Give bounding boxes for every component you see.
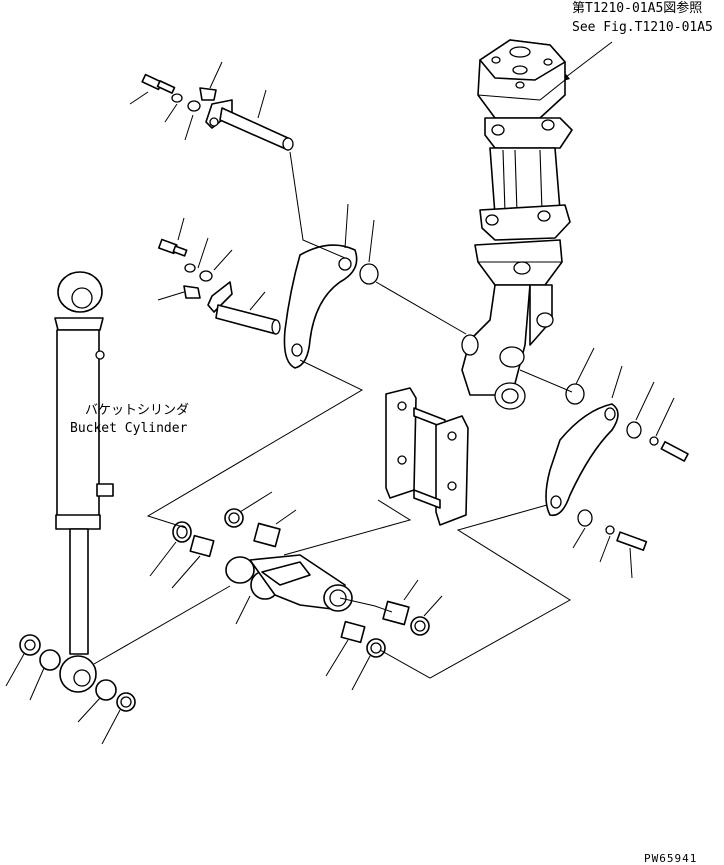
valve-assembly (461, 39, 573, 410)
pin-group-middle (157, 217, 281, 335)
reference-jp: 第T1210-01A5図参照 (572, 0, 702, 16)
mounting-bracket (385, 387, 469, 526)
cylinder-label-jp: バケットシリンダ (85, 403, 189, 418)
cylinder-label-en: Bucket Cylinder (70, 421, 188, 436)
bushings (149, 491, 443, 691)
assembly-lines (93, 151, 573, 679)
link-arm-right (545, 347, 689, 579)
reference-arrow (560, 41, 613, 82)
bellcrank-lever (225, 554, 353, 625)
bucket-cylinder: バケットシリンダ Bucket Cylinder (54, 271, 189, 693)
drawing-code: PW65941 (644, 852, 697, 865)
reference-en: See Fig.T1210-01A5 (572, 20, 713, 35)
cylinder-washers (5, 634, 136, 745)
link-arm-left (283, 203, 379, 369)
pin-group-upper (129, 61, 294, 151)
